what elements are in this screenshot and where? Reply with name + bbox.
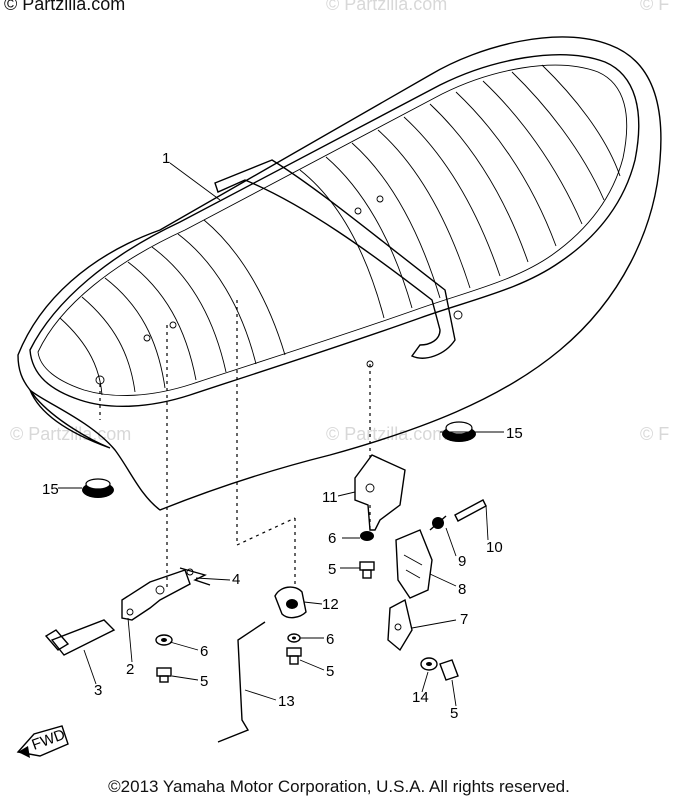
callout-seat: 1 [162, 150, 170, 167]
callout-bolt-14: 5 [450, 705, 458, 722]
callout-collar: 12 [322, 596, 339, 613]
bracket-11 [354, 454, 406, 531]
callout-bolt-11: 5 [328, 561, 336, 578]
washer-left [155, 634, 173, 646]
callout-bolt-lower-left: 5 [200, 673, 208, 690]
bolt-11 [359, 561, 375, 579]
washer-11 [360, 531, 374, 541]
bracket-7 [387, 598, 413, 652]
bolt-12 [286, 647, 302, 665]
callout-washer-left: 6 [200, 643, 208, 660]
watermark-top-center: © Partzilla.com [326, 0, 448, 14]
seat-hole [143, 334, 151, 342]
seat-pleats [59, 64, 621, 396]
callout-bolt-12: 5 [326, 663, 334, 680]
fwd-arrow-icon: FWD [16, 725, 69, 758]
watermark-top-left: © Partzilla.com [4, 0, 126, 14]
clip-part [179, 567, 211, 586]
callout-rod: 13 [278, 693, 295, 710]
bolt-lower-left [156, 667, 172, 683]
callout-damper-right: 15 [506, 425, 523, 442]
seat-tail-flap [29, 389, 111, 449]
callout-washer-14: 14 [412, 689, 429, 706]
seat-hole [169, 321, 177, 329]
watermark-top-right: © F [640, 0, 670, 14]
seat-cushion-edge [37, 64, 628, 396]
seat-cushion-top [29, 54, 640, 407]
seat-hole [354, 207, 362, 215]
bolt-14 [439, 659, 459, 681]
spring-part [429, 515, 447, 531]
callout-bracket-8: 8 [458, 581, 466, 598]
bolt-long [44, 619, 116, 656]
collar-part [274, 586, 307, 619]
callout-bolt-long: 3 [94, 682, 102, 699]
seat-hole [453, 310, 463, 320]
seat-base-outline [17, 36, 662, 511]
rubber-damper-right [442, 421, 476, 442]
watermark-mid-center: © Partzilla.com [326, 424, 448, 444]
seat-assembly [17, 36, 662, 511]
bracket-8 [395, 529, 433, 599]
callout-washer-12: 6 [326, 631, 334, 648]
callout-washer-11: 6 [328, 530, 336, 547]
watermark-mid-right: © F [640, 424, 670, 444]
pin-part [454, 499, 487, 522]
seat-hole [376, 195, 384, 203]
callout-damper-left: 15 [42, 481, 59, 498]
leader-lines [58, 162, 504, 707]
callout-pin: 10 [486, 539, 503, 556]
callout-numbers: 1 15 15 11 6 5 9 10 8 7 14 5 4 2 3 6 5 1… [42, 150, 523, 722]
rubber-damper-left [82, 478, 114, 498]
callout-bracket-11: 11 [322, 489, 338, 506]
callout-bracket-left: 2 [126, 661, 134, 678]
callout-bracket-7: 7 [460, 611, 468, 628]
copyright-notice: ©2013 Yamaha Motor Corporation, U.S.A. A… [108, 777, 570, 796]
rod-part [217, 621, 266, 743]
bracket-left [121, 569, 191, 621]
watermark-mid-left: © Partzilla.com [10, 424, 132, 444]
washer-12 [287, 633, 301, 643]
washer-14 [420, 657, 438, 671]
callout-spring: 9 [458, 553, 466, 570]
callout-clip: 4 [232, 571, 240, 588]
seat-strap [214, 159, 456, 359]
